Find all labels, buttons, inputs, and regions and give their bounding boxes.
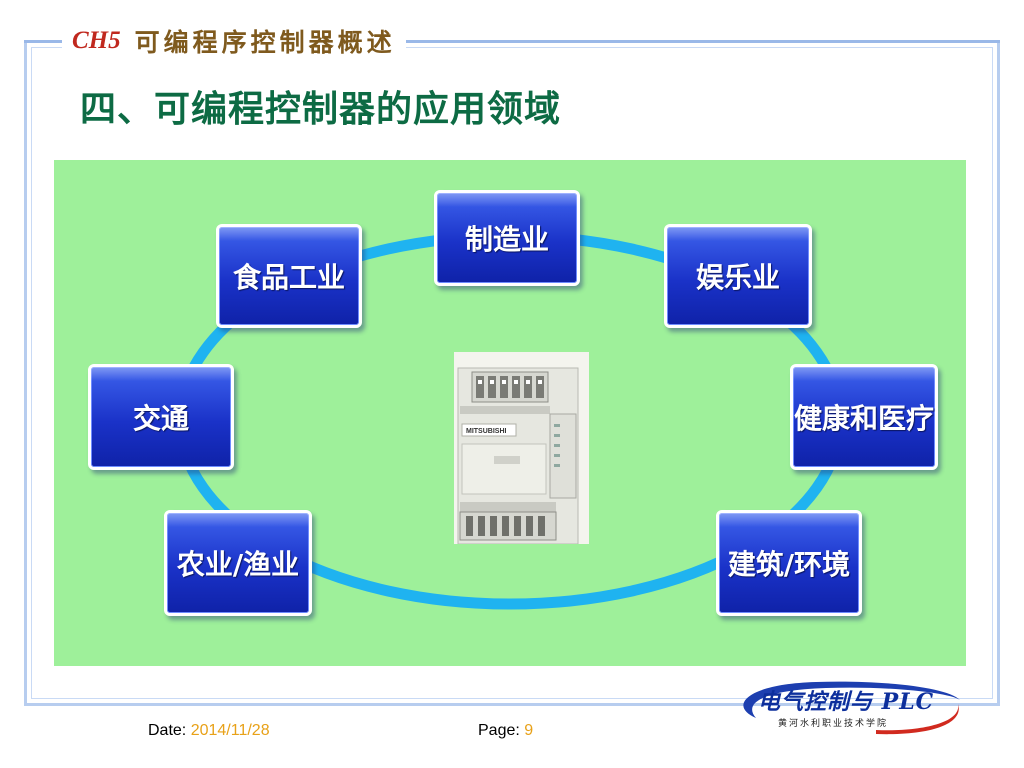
node-healthcare: 健康和医疗 [790, 364, 938, 470]
plc-device-image: MITSUBISHI [454, 352, 589, 544]
node-food-industry-label: 食品工业 [232, 261, 345, 294]
node-construction-environment: 建筑/环境 [716, 510, 862, 616]
date-value: 2014/11/28 [190, 722, 270, 739]
course-logo: 电气控制与 PLC 黄河水利职业技术学院 [726, 678, 966, 740]
page-value: 9 [524, 722, 534, 739]
node-entertainment-label: 娱乐业 [695, 261, 780, 294]
node-healthcare-label: 健康和医疗 [793, 402, 934, 435]
section-title: 四、可编程控制器的应用领域 [80, 89, 562, 130]
node-food-industry: 食品工业 [216, 224, 362, 328]
node-entertainment: 娱乐业 [664, 224, 812, 328]
footer-page: Page: 9 [478, 722, 533, 740]
node-transportation-label: 交通 [132, 402, 189, 435]
footer-date: Date: 2014/11/28 [148, 722, 270, 740]
application-diagram: MITSUBISHI 制造业 食品工业 娱乐 [54, 160, 966, 666]
node-construction-environment-label: 建筑/环境 [727, 548, 851, 581]
node-transportation: 交通 [88, 364, 234, 470]
plc-brand-label: MITSUBISHI [466, 428, 507, 435]
node-manufacturing-label: 制造业 [464, 223, 549, 256]
slide-inner-frame [31, 47, 993, 699]
logo-subtitle: 黄河水利职业技术学院 [778, 719, 889, 729]
page-label: Page: [478, 722, 520, 739]
chapter-code: CH5 [72, 27, 121, 54]
node-agriculture-fishery-label: 农业/渔业 [176, 548, 300, 581]
chapter-heading: CH5 可编程序控制器概述 [62, 22, 406, 60]
logo-swoosh-icon [743, 681, 960, 735]
logo-title: 电气控制与 PLC [758, 689, 935, 715]
chapter-title: 可编程序控制器概述 [134, 28, 396, 57]
date-label: Date: [148, 722, 187, 739]
node-agriculture-fishery: 农业/渔业 [164, 510, 312, 616]
header-rule [24, 40, 1000, 43]
node-manufacturing: 制造业 [434, 190, 580, 286]
